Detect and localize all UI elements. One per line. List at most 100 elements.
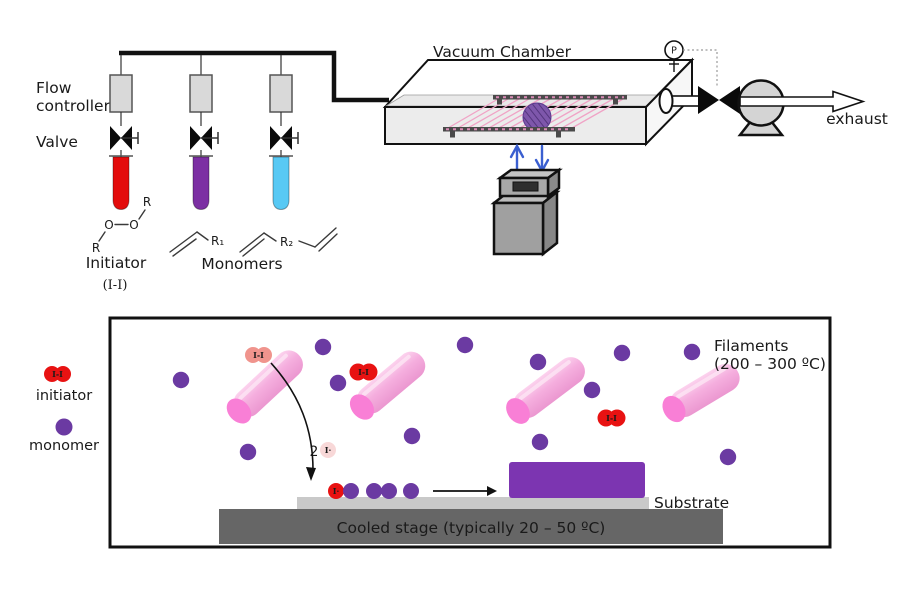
monomer2-vial bbox=[272, 156, 290, 211]
monomer-dot bbox=[683, 343, 701, 361]
bond-o-rbottom bbox=[98, 231, 106, 242]
chain-monomer-dot bbox=[366, 483, 382, 499]
radical-decomposition: 2 I· bbox=[310, 442, 336, 460]
pressure-gauge: P bbox=[664, 40, 718, 86]
exhaust-arrow bbox=[739, 90, 866, 113]
vacuum-chamber-label: Vacuum Chamber bbox=[433, 43, 572, 61]
legend-monomer-dot bbox=[55, 418, 73, 436]
initiator-vial bbox=[112, 156, 130, 211]
initiator-dimer-faded: I-I bbox=[245, 347, 272, 363]
radical-count: 2 bbox=[310, 444, 319, 460]
svg-text:I-I: I-I bbox=[253, 350, 264, 360]
chiller-display bbox=[512, 181, 539, 192]
m2-single-bond-left bbox=[263, 232, 277, 242]
valve-icon-3 bbox=[270, 126, 299, 150]
surface-chain: I· bbox=[328, 483, 419, 499]
throttle-valve-icon bbox=[698, 86, 740, 114]
monomer1-r-group: R₁ bbox=[211, 234, 224, 248]
surface-radical-symbol: I· bbox=[333, 486, 340, 496]
initiator-structure: R O O R Initiator (I-I) bbox=[86, 195, 151, 293]
monomer-dot bbox=[403, 427, 421, 445]
monomers-title: Monomers bbox=[201, 255, 282, 273]
bond-o-rtop bbox=[138, 209, 146, 220]
svg-text:I-I: I-I bbox=[606, 413, 617, 423]
monomer-dot bbox=[613, 344, 631, 362]
initiator-formula: (I-I) bbox=[103, 278, 128, 293]
gas-delivery-section: Flow controller Valve bbox=[36, 50, 389, 211]
surface-radical-dot bbox=[328, 483, 344, 499]
flow-controller-label-line1: Flow bbox=[36, 79, 72, 97]
m2-double-bond-d bbox=[318, 233, 338, 252]
mechanism-legend: I-I initiator monomer bbox=[29, 366, 99, 454]
monomer-dot bbox=[719, 448, 737, 466]
valve-icon-1 bbox=[110, 126, 139, 150]
flow-controller-3 bbox=[269, 74, 293, 113]
monomer-dot bbox=[456, 336, 474, 354]
svg-text:I-I: I-I bbox=[358, 367, 369, 377]
m1-double-bond-a bbox=[169, 231, 198, 253]
cooled-stage-label: Cooled stage (typically 20 – 50 ºC) bbox=[337, 519, 606, 537]
valve-icon-2 bbox=[190, 126, 219, 150]
decomposition-arrowhead bbox=[306, 467, 316, 481]
chamber-port bbox=[658, 88, 674, 114]
m2-double-bond-a bbox=[239, 232, 265, 253]
coolant-arrow-up-icon bbox=[509, 143, 525, 159]
gas-line-monomer1 bbox=[189, 55, 219, 211]
initiator-dimer-2: I-I bbox=[349, 363, 378, 381]
gas-line-initiator bbox=[109, 55, 139, 211]
monomer-dot bbox=[529, 353, 547, 371]
pump-assembly: exhaust bbox=[658, 79, 888, 137]
filaments-label-line2: (200 – 300 ºC) bbox=[714, 355, 826, 373]
flow-controller-1 bbox=[109, 74, 133, 113]
monomer-dot bbox=[314, 338, 332, 356]
atom-r-top: R bbox=[143, 195, 151, 209]
monomer-dot bbox=[329, 374, 347, 392]
monomer-dots bbox=[172, 336, 737, 466]
valve-label: Valve bbox=[36, 133, 78, 151]
monomer1-vial bbox=[192, 156, 210, 211]
m1-double-bond-b bbox=[172, 238, 197, 257]
initiator-dimer-3: I-I bbox=[597, 409, 626, 427]
filament-cylinder-4 bbox=[662, 363, 740, 423]
chiller-unit bbox=[490, 143, 563, 257]
monomer-dot bbox=[531, 433, 549, 451]
monomer-dot bbox=[583, 381, 601, 399]
filament-cylinder-2 bbox=[349, 351, 426, 420]
substrate bbox=[297, 497, 649, 509]
chain-monomer-dot bbox=[381, 483, 397, 499]
legend-initiator-symbol: I-I bbox=[52, 369, 63, 379]
m1-single-bond bbox=[196, 231, 209, 241]
monomer-dot bbox=[172, 371, 190, 389]
mechanism-panel: I-I I-I I-I 2 I· Substrate Cooled stage … bbox=[108, 316, 832, 549]
filament-array bbox=[443, 95, 627, 138]
decomposition-arrow bbox=[270, 362, 314, 471]
exhaust-label: exhaust bbox=[826, 110, 888, 128]
radical-faint-symbol: I· bbox=[325, 445, 332, 455]
legend-monomer-label: monomer bbox=[29, 438, 99, 454]
manifold-pipe bbox=[119, 50, 389, 103]
legend-initiator-label: initiator bbox=[36, 388, 92, 404]
cooled-stage bbox=[219, 509, 723, 544]
m2-single-bond-right bbox=[298, 240, 316, 248]
m2-double-bond-c bbox=[314, 227, 337, 248]
atom-o-right: O bbox=[129, 218, 138, 232]
m2-double-bond-b bbox=[242, 238, 265, 257]
filament-cylinder-1 bbox=[226, 350, 303, 424]
monomer-structures: R₁ R₂ Monomers bbox=[169, 227, 338, 273]
flow-controller-2 bbox=[189, 74, 213, 113]
substrate-label: Substrate bbox=[654, 494, 729, 512]
filaments-label-line1: Filaments bbox=[714, 337, 789, 355]
chain-monomer-dot bbox=[403, 483, 419, 499]
chiller-body bbox=[492, 201, 545, 256]
radical-faint-dot bbox=[320, 442, 336, 458]
atom-r-bottom: R bbox=[92, 241, 100, 255]
flow-controller-label-line2: controller bbox=[36, 97, 111, 115]
polymer-film bbox=[509, 462, 645, 498]
chain-monomer-dot bbox=[343, 483, 359, 499]
monomer2-r-group: R₂ bbox=[280, 235, 293, 249]
gauge-letter: P bbox=[671, 46, 677, 57]
atom-o-left: O bbox=[104, 218, 113, 232]
gas-line-monomer2 bbox=[269, 55, 299, 211]
